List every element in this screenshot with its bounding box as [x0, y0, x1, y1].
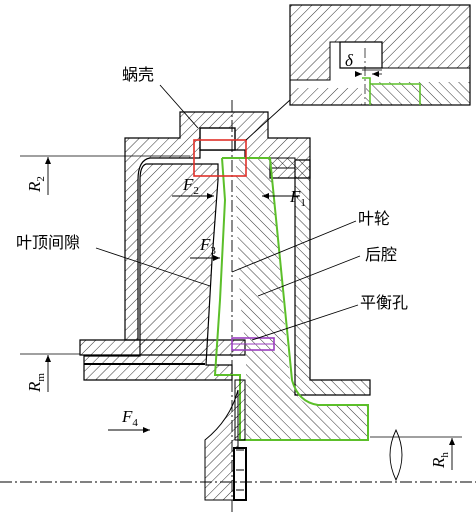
impeller-outline: [213, 157, 369, 441]
impeller-body: [236, 158, 368, 440]
label-f4: F4: [121, 407, 138, 429]
label-r2: R2: [25, 176, 47, 193]
detail-inset: δ: [289, 4, 471, 106]
label-f1: F1: [289, 187, 306, 209]
label-volute: 蜗壳: [122, 65, 154, 84]
pump-casing: [79, 111, 311, 381]
label-tip-clearance: 叶顶间隙: [16, 233, 80, 252]
casing-left-wall: [124, 111, 311, 341]
label-balance-hole: 平衡孔: [360, 293, 408, 312]
label-rm: Rm: [25, 373, 47, 393]
inner-diffuser-body: [83, 163, 233, 381]
label-f3: F3: [199, 235, 216, 257]
label-rear-cavity: 后腔: [365, 245, 397, 264]
label-rh: Rh: [429, 452, 451, 469]
impeller: [213, 157, 369, 441]
detail-marker-box: [193, 139, 247, 177]
radius-dimensions: [20, 155, 462, 482]
label-f2: F2: [182, 175, 199, 197]
delta-label: δ: [345, 51, 354, 70]
right-casing: [269, 157, 371, 396]
volute-block: [199, 127, 236, 151]
shaft: [204, 379, 247, 501]
label-impeller: 叶轮: [358, 209, 390, 228]
balance-hole: [231, 337, 275, 351]
